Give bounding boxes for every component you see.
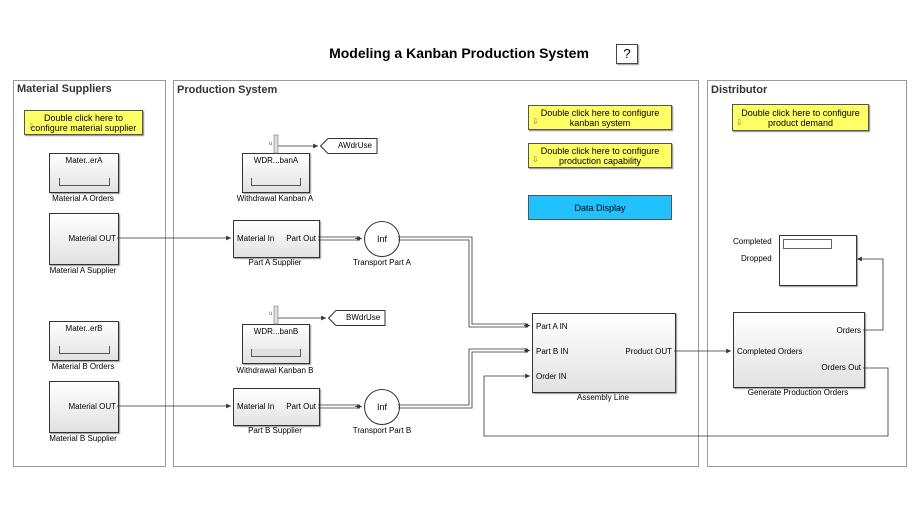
material-b-supplier-block[interactable]: Material OUT [49, 381, 119, 433]
transport-part-b-label: Transport Part B [352, 426, 412, 435]
port-part-a-in: Part A IN [536, 322, 568, 331]
assembly-line-block[interactable]: Part A IN Part B IN Order IN Product OUT [532, 313, 676, 393]
gauge-bar-a [273, 134, 279, 154]
material-a-supplier-block[interactable]: Material OUT [49, 213, 119, 265]
material-b-orders-label: Material B Orders [51, 362, 115, 371]
withdrawal-kanban-b-block[interactable]: WDR...banB [242, 324, 310, 364]
note-text: Double click here to configure product d… [741, 107, 860, 128]
material-b-supplier-label: Material B Supplier [49, 434, 117, 443]
queue-bin-icon [59, 178, 110, 186]
note-configure-kanban[interactable]: Double click here to configure kanban sy… [528, 105, 672, 130]
display-completed-label: Completed [733, 237, 772, 246]
area-title-production: Production System [177, 84, 278, 96]
gauge-bar-b [273, 305, 279, 325]
block-inner-label: Mater..erB [65, 324, 103, 333]
goto-tag-label: AWdrUse [338, 141, 372, 150]
generate-production-orders-block[interactable]: Completed Orders Orders Orders Out [733, 312, 865, 388]
note-configure-supplier[interactable]: Double click here to configure material … [24, 110, 143, 135]
goto-tag-shape [319, 138, 378, 154]
area-distributor [707, 80, 907, 467]
transport-part-a-label: Transport Part A [353, 258, 411, 267]
material-a-orders-block[interactable]: Mater..erA [49, 153, 119, 193]
help-button[interactable]: ? [616, 44, 638, 64]
port-completed-orders: Completed Orders [737, 347, 803, 356]
area-production-system [173, 80, 699, 467]
transport-part-b-block[interactable]: Inf [364, 389, 400, 425]
down-arrow-icon: ⇩ [532, 155, 539, 164]
queue-bin-icon [59, 346, 110, 354]
note-text: Double click here to configure kanban sy… [540, 107, 660, 128]
page-title: Modeling a Kanban Production System [329, 45, 589, 61]
queue-bin-icon [251, 349, 301, 357]
goto-tag-shape [327, 310, 386, 326]
part-a-supplier-label: Part A Supplier [248, 258, 302, 267]
port-material-out: Material OUT [68, 402, 116, 411]
area-title-suppliers: Material Suppliers [17, 83, 112, 95]
display-dropped-label: Dropped [741, 254, 772, 263]
wire-transport-a [398, 236, 528, 328]
withdrawal-kanban-b-label: Withdrawal Kanban B [236, 366, 314, 375]
down-arrow-icon: ⇩ [736, 118, 743, 127]
wire-orders-feedback [483, 367, 889, 437]
wire-part-a-out [318, 236, 360, 241]
note-configure-demand[interactable]: Double click here to configure product d… [732, 104, 869, 131]
port-part-out: Part Out [286, 234, 316, 243]
note-text: Double click here to configure material … [30, 112, 137, 133]
material-b-orders-block[interactable]: Mater..erB [49, 321, 119, 361]
wire-part-b-out [318, 404, 360, 409]
note-text: Double click here to configure productio… [540, 145, 660, 166]
port-orders: Orders [836, 326, 861, 335]
queue-bin-icon [251, 178, 301, 186]
block-inner-label: Mater..erA [65, 156, 103, 165]
port-part-b-in: Part B IN [536, 347, 569, 356]
block-inner-label: WDR...banB [253, 327, 299, 336]
down-arrow-icon: ⇩ [532, 117, 539, 126]
completed-value-field [783, 239, 832, 249]
port-orders-out: Orders Out [821, 363, 861, 372]
goto-tag-awdruse[interactable]: AWdrUse [319, 138, 380, 156]
port-part-out: Part Out [286, 402, 316, 411]
note-configure-production[interactable]: Double click here to configure productio… [528, 143, 672, 168]
data-display-button[interactable]: Data Display [528, 195, 672, 220]
material-a-supplier-label: Material A Supplier [49, 266, 117, 275]
assembly-line-label: Assembly Line [576, 393, 630, 402]
down-arrow-icon: ⇩ [28, 122, 35, 131]
port-material-in: Material In [237, 234, 275, 243]
generate-production-orders-label: Generate Production Orders [747, 388, 849, 397]
wire-transport-b [398, 348, 528, 409]
port-material-in: Material In [237, 402, 275, 411]
block-inner-label: WDR...banA [253, 156, 299, 165]
port-product-out: Product OUT [625, 347, 672, 356]
part-a-supplier-block[interactable]: Material In Part Out [233, 220, 320, 258]
goto-tag-label: BWdrUse [346, 313, 381, 322]
goto-tag-bwdruse[interactable]: BWdrUse [327, 310, 388, 328]
part-b-supplier-label: Part B Supplier [248, 426, 302, 435]
display-block[interactable] [779, 235, 857, 286]
area-material-suppliers [13, 80, 166, 467]
gauge-label: u [269, 311, 273, 317]
material-a-orders-label: Material A Orders [52, 194, 114, 203]
wire-orders-display [857, 256, 884, 331]
port-order-in: Order IN [536, 372, 567, 381]
transport-part-a-block[interactable]: Inf [364, 221, 400, 257]
withdrawal-kanban-a-label: Withdrawal Kanban A [236, 194, 314, 203]
area-title-distributor: Distributor [711, 84, 768, 96]
port-material-out: Material OUT [68, 234, 116, 243]
part-b-supplier-block[interactable]: Material In Part Out [233, 388, 320, 426]
withdrawal-kanban-a-block[interactable]: WDR...banA [242, 153, 310, 193]
gauge-label: u [269, 141, 273, 147]
